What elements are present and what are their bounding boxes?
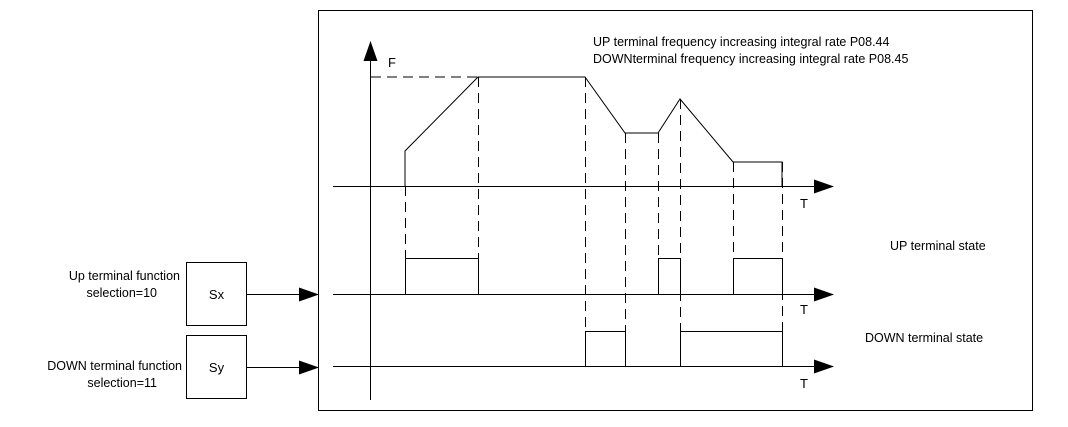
- up-pulse: [733, 258, 783, 294]
- up-time-label: T: [800, 302, 808, 317]
- up-pulse: [658, 258, 681, 294]
- up-pulse: [405, 258, 479, 294]
- sx-terminal-box: [186, 262, 247, 326]
- diagram-frame: [318, 10, 1033, 411]
- down-input-label-line2: selection=11: [87, 376, 157, 390]
- sy-terminal-label: Sy: [209, 360, 225, 375]
- up-input-label-line2: selection=10: [86, 286, 157, 300]
- sy-terminal-box: [186, 335, 247, 399]
- legend-up-rate: UP terminal frequency increasing integra…: [593, 35, 890, 49]
- down-input-label-line1: DOWN terminal function: [47, 359, 182, 373]
- up-terminal-pulses: [405, 258, 783, 294]
- frequency-axis-label: F: [388, 55, 396, 70]
- frequency-time-label: T: [800, 196, 808, 211]
- down-pulse: [585, 331, 626, 366]
- down-terminal-state-label: DOWN terminal state: [865, 331, 983, 345]
- dashed-guides: [405, 77, 783, 331]
- legend-down-rate: DOWNterminal frequency increasing integr…: [593, 52, 908, 66]
- up-terminal-state-label: UP terminal state: [890, 239, 986, 253]
- frequency-curve: [404, 76, 783, 186]
- down-pulse: [680, 331, 783, 366]
- down-time-label: T: [800, 376, 808, 391]
- down-terminal-pulses: [585, 331, 783, 366]
- up-input-label-line1: Up terminal function: [69, 269, 180, 283]
- sx-terminal-label: Sx: [209, 287, 225, 302]
